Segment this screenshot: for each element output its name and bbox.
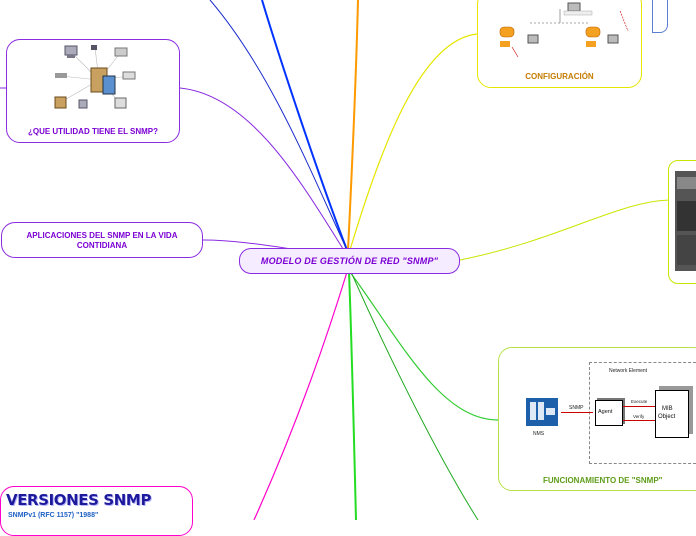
node-right-image[interactable] bbox=[668, 160, 696, 284]
verify-arrow bbox=[623, 420, 655, 421]
mib-object-label: Object bbox=[658, 414, 676, 420]
mib-object-box bbox=[655, 390, 689, 438]
network-element-group bbox=[589, 362, 696, 464]
nms-label: NMS bbox=[533, 431, 545, 437]
versiones-title: VERSIONES SNMP bbox=[6, 491, 152, 509]
server-rack-image bbox=[675, 171, 696, 271]
node-funcionamiento-label: FUNCIONAMIENTO DE "SNMP" bbox=[543, 476, 663, 485]
link-versiones bbox=[253, 271, 348, 520]
agent-label: Agent bbox=[598, 409, 613, 415]
node-utilidad-label: ¿QUE UTILIDAD TIENE EL SNMP? bbox=[27, 127, 159, 136]
link-right-image bbox=[459, 199, 673, 261]
execute-label: Execute bbox=[631, 399, 648, 404]
link-configuracion bbox=[349, 33, 478, 251]
link-funcionamiento bbox=[349, 271, 499, 421]
right-edge-box-top bbox=[652, 0, 668, 33]
node-configuracion[interactable]: CONFIGURACIÓN bbox=[477, 0, 642, 88]
node-configuracion-label: CONFIGURACIÓN bbox=[525, 72, 594, 81]
versiones-subtitle: SNMPv1 (RFC 1157) "1988" bbox=[8, 512, 99, 519]
agent-box bbox=[595, 400, 623, 426]
mib-label: MIB bbox=[662, 406, 673, 412]
link-blue-2 bbox=[209, 0, 348, 251]
snmp-label: SNMP bbox=[569, 405, 584, 411]
link-blue-1 bbox=[261, 0, 348, 251]
network-devices-image bbox=[54, 45, 136, 109]
link-orange bbox=[347, 0, 359, 251]
node-utilidad[interactable]: ¿QUE UTILIDAD TIENE EL SNMP? bbox=[6, 39, 180, 143]
node-funcionamiento[interactable]: Network Element NMS SNMP Agent Execute V… bbox=[498, 347, 696, 491]
nms-icon bbox=[526, 398, 558, 426]
link-utilidad bbox=[179, 87, 346, 253]
snmp-arrow bbox=[561, 412, 593, 413]
node-aplicaciones[interactable]: APLICACIONES DEL SNMP EN LA VIDA CONTIDI… bbox=[1, 222, 203, 258]
verify-label: Verify bbox=[633, 414, 645, 419]
center-node[interactable]: MODELO DE GESTIÓN DE RED "SNMP" bbox=[239, 248, 460, 274]
link-green-down-right bbox=[350, 271, 479, 520]
execute-arrow bbox=[623, 406, 655, 407]
network-element-label: Network Element bbox=[609, 368, 648, 374]
connection-lines bbox=[0, 0, 673, 520]
configuration-image bbox=[499, 2, 629, 58]
link-green-down bbox=[348, 271, 357, 520]
center-node-label: MODELO DE GESTIÓN DE RED "SNMP" bbox=[260, 256, 439, 266]
node-aplicaciones-label: APLICACIONES DEL SNMP EN LA VIDA CONTIDI… bbox=[26, 231, 178, 250]
